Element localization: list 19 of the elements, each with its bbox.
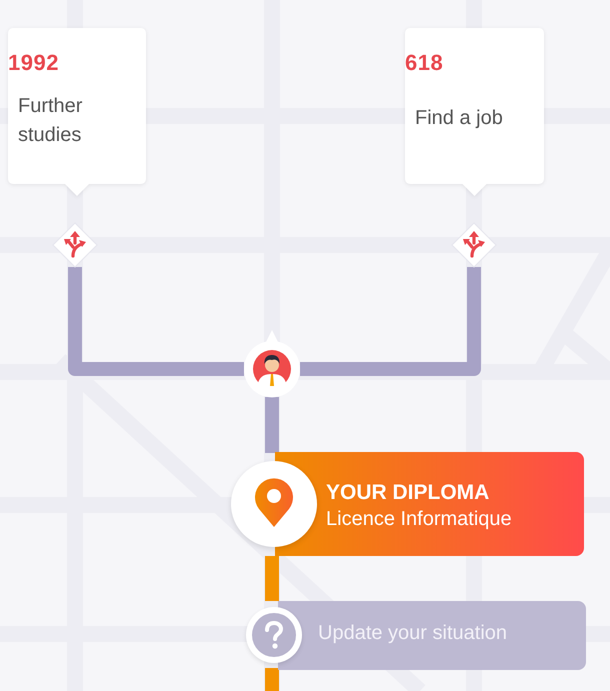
banner-heading: YOUR DIPLOMA	[326, 481, 490, 505]
option-label: Further studies	[18, 94, 84, 148]
action-label: Update your situation	[318, 622, 508, 645]
fork-diamond	[449, 220, 499, 270]
avatar-marker	[242, 330, 302, 398]
option-label: Find a job	[415, 106, 503, 131]
diploma-banner	[230, 452, 584, 556]
fork-diamond	[50, 220, 100, 270]
diploma-name: Licence Informatique	[326, 508, 512, 531]
connector-line	[68, 267, 244, 376]
connector-line	[265, 556, 279, 601]
callout-card	[405, 28, 544, 198]
count-value: 618	[405, 50, 444, 76]
connector-line	[300, 267, 481, 376]
update-bar	[246, 601, 586, 670]
connector-line	[265, 397, 279, 453]
callout-card	[8, 28, 146, 198]
connector-line	[265, 668, 279, 691]
count-value: 1992	[8, 50, 59, 76]
